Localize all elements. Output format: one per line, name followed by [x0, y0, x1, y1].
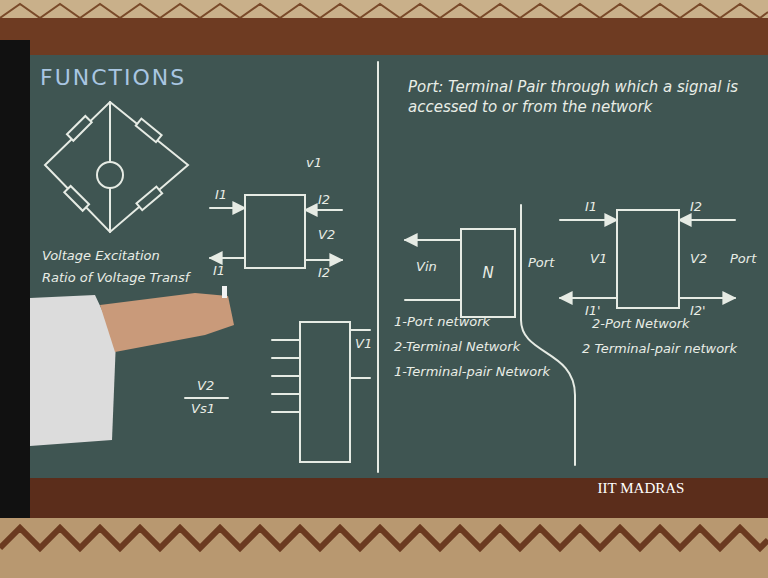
- terminal-lead: [210, 207, 245, 209]
- voltage-name: V1: [355, 336, 372, 353]
- current-name: I2: [318, 265, 330, 282]
- voltage-name: V1: [590, 251, 607, 268]
- port-lead: [560, 219, 617, 221]
- current-name: I1: [585, 199, 597, 216]
- network-type: 2 Terminal-pair network: [582, 341, 737, 358]
- watermark: IIT MADRAS: [596, 480, 686, 497]
- signal-name: V2: [197, 378, 214, 395]
- resistor-symbol: [64, 186, 89, 211]
- resistor-symbol: [67, 116, 92, 141]
- current-name: I1: [215, 187, 227, 204]
- multi-terminal-box: [300, 322, 350, 462]
- heading: FUNCTIONS: [40, 64, 186, 93]
- voltage-name: V2: [318, 227, 335, 244]
- floor-trim: [0, 518, 768, 578]
- floor-pattern: [0, 528, 768, 548]
- chalkboard: [30, 55, 768, 478]
- lecturer-shirt: [30, 295, 116, 446]
- network-box: [245, 195, 305, 268]
- port-lead: [560, 297, 617, 299]
- current-name: I2': [690, 303, 706, 320]
- current-name: I2: [690, 199, 702, 216]
- voltage-name: Vin: [416, 259, 437, 276]
- note-text: Ratio of Voltage Transf: [42, 270, 189, 287]
- terminal-lead: [272, 393, 300, 395]
- signal-name: v1: [306, 155, 322, 172]
- terminal-lead: [272, 411, 300, 413]
- wall-trim: [0, 0, 768, 18]
- lecturer-arm: [100, 293, 234, 352]
- left-edge: [0, 40, 30, 578]
- board-frame: [0, 18, 768, 55]
- terminal-lead: [272, 375, 300, 377]
- source-symbol: [97, 162, 123, 188]
- wire: [109, 188, 111, 232]
- signal-name: Vs1: [191, 401, 215, 418]
- network-type: 2-Terminal Network: [394, 339, 520, 356]
- wall-pattern: [0, 4, 768, 18]
- separator-curve: [521, 205, 575, 465]
- port-label: Port: [528, 255, 554, 272]
- board-ledge: [30, 478, 768, 518]
- terminal-lead: [272, 357, 300, 359]
- network-type: 1-Terminal-pair Network: [394, 364, 550, 381]
- note-text: Voltage Excitation: [42, 248, 160, 265]
- network-name: N: [482, 264, 493, 282]
- terminal-lead: [350, 329, 370, 331]
- port-lead: [679, 219, 735, 221]
- network-type: 2-Port Network: [592, 316, 690, 333]
- terminal-lead: [350, 377, 370, 379]
- voltage-name: V2: [690, 251, 707, 268]
- port-lead: [405, 239, 460, 241]
- wire: [109, 102, 111, 162]
- current-name: I1: [213, 263, 225, 280]
- current-name: I2: [318, 192, 330, 209]
- terminal-lead: [305, 259, 342, 261]
- port-lead: [679, 297, 735, 299]
- two-port-box: [617, 210, 679, 308]
- resistor-symbol: [136, 119, 162, 142]
- fraction-bar: [185, 397, 228, 399]
- bridge-network: [45, 102, 188, 232]
- network-box: N: [460, 228, 516, 318]
- port-lead: [405, 299, 460, 301]
- terminal-lead: [210, 257, 245, 259]
- divider-line: [377, 62, 379, 472]
- resistor-symbol: [136, 187, 162, 211]
- port-label: Port: [730, 251, 756, 268]
- chalk-piece: [222, 286, 227, 298]
- terminal-lead: [305, 209, 342, 211]
- definition-note: Port: Terminal Pair through which a sign…: [408, 78, 753, 117]
- terminal-lead: [272, 339, 300, 341]
